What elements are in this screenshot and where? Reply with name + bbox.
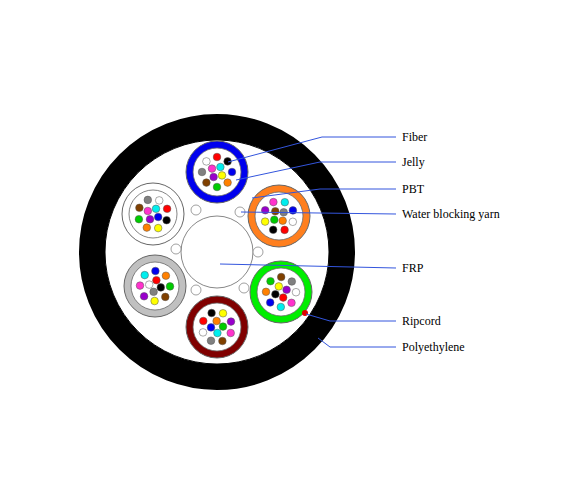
core: [105, 140, 329, 364]
part-label: Ripcord: [402, 314, 441, 328]
loose-tubes: [122, 141, 312, 358]
part-label: Fiber: [402, 130, 427, 144]
part-label: Water blocking yarn: [402, 207, 500, 221]
part-label: Polyethylene: [402, 340, 465, 354]
polyethylene-sheath: [92, 127, 342, 377]
frp-member: [181, 216, 253, 288]
part-label: FRP: [402, 261, 423, 275]
ripcord: [302, 310, 308, 316]
leader-lines: [220, 137, 396, 347]
part-label: PBT: [402, 182, 424, 196]
water-blocking-yarns: [171, 205, 263, 295]
part-label: Jelly: [402, 155, 425, 169]
